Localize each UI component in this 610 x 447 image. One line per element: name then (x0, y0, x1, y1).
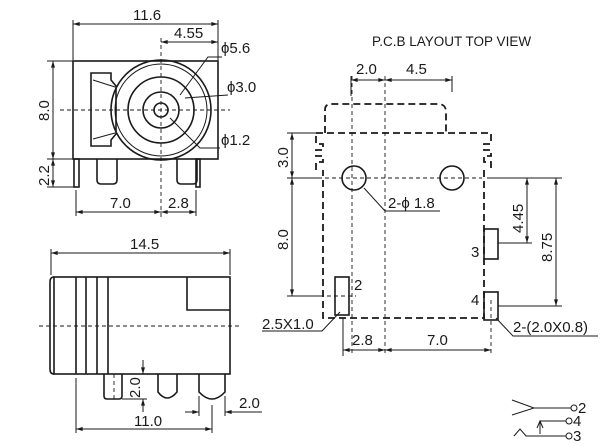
pcb-title: P.C.B LAYOUT TOP VIEW (372, 34, 531, 49)
dia-pin: ϕ1.2 (221, 132, 250, 149)
pcb-layout: P.C.B LAYOUT TOP VIEW 2.0 4.5 2-ϕ 1.8 2 … (262, 34, 598, 356)
pad3-label: 3 (471, 244, 479, 261)
dia-mid: ϕ3.0 (227, 79, 256, 96)
dim-pin-span-left: 7.0 (110, 195, 131, 212)
dim-pin-width: 2.0 (239, 395, 260, 412)
dim-height: 8.0 (36, 100, 53, 121)
dim-pin-span: 11.0 (134, 413, 162, 430)
dim-center-offset: 4.55 (174, 25, 203, 42)
dim-bottom-left: 2.8 (352, 332, 373, 349)
pad4-label: 4 (471, 292, 479, 309)
dia-outer: ϕ5.6 (221, 40, 250, 57)
schematic-pin4: 4 (573, 413, 581, 430)
dim-offset-right: 4.5 (406, 61, 427, 78)
dim-holes-to-pad2: 8.0 (275, 229, 292, 250)
dim-pin-depth: 2.0 (127, 377, 144, 398)
hole-label: 2-ϕ 1.8 (388, 195, 435, 212)
pad34-size: 2-(2.0X0.8) (513, 319, 588, 336)
pad2-label: 2 (354, 277, 362, 294)
pad2-size: 2.5X1.0 (262, 316, 314, 333)
dim-width: 11.6 (133, 7, 161, 24)
schematic-pin2: 2 (578, 400, 586, 417)
side-view: 14.5 2.0 2.0 11.0 (39, 236, 262, 433)
dim-pin-span-right: 2.8 (168, 195, 189, 212)
dim-top-to-holes: 3.0 (275, 147, 292, 168)
schematic-pin3: 3 (573, 428, 581, 445)
dim-bottom-right: 7.0 (427, 332, 448, 349)
schematic-symbol: 2 4 3 (511, 399, 586, 445)
dim-length: 14.5 (130, 236, 159, 253)
dim-holes-to-pad3: 4.45 (510, 204, 527, 233)
dim-pin-height: 2.2 (36, 165, 53, 186)
dim-offset-left: 2.0 (356, 61, 377, 78)
front-view: 11.6 4.55 ϕ5.6 ϕ3.0 ϕ1.2 8.0 2.2 7.0 2.8 (36, 7, 256, 218)
dim-holes-to-pad4: 8.75 (539, 233, 556, 262)
